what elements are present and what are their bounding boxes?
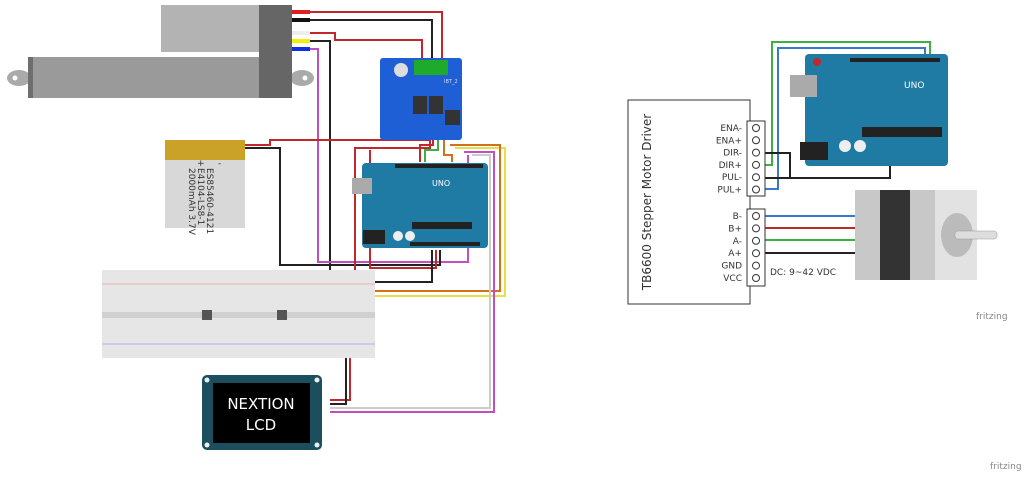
nextion-text-2: LCD — [246, 416, 276, 434]
tb6600-driver: TB6600 Stepper Motor Driver ENA- ENA+ DIR-… — [627, 99, 836, 305]
screw-terminal — [752, 160, 760, 169]
linear-actuator — [7, 5, 314, 98]
ibt2-label: IBT_2 — [444, 79, 458, 85]
pin-label: PUL- — [722, 173, 742, 183]
pin-label: A+ — [728, 249, 742, 259]
pin-label: B- — [733, 212, 742, 222]
pin-label: B+ — [728, 224, 742, 234]
watermark: fritzing — [990, 462, 1022, 472]
supply-note: DC: 9~42 VDC — [770, 268, 836, 278]
pin-label: VCC — [723, 274, 742, 284]
ibt2-motor-driver: IBT_2 — [380, 58, 462, 140]
battery-minus: - — [218, 159, 221, 169]
pin-label: A- — [733, 237, 742, 247]
screw-terminal — [752, 261, 760, 270]
screw-terminal — [752, 185, 760, 194]
pin-label: PUL+ — [717, 186, 742, 196]
screw-terminal — [752, 224, 760, 233]
screw-terminal — [752, 136, 760, 145]
nextion-text-1: NEXTION — [227, 395, 294, 413]
lipo-battery: ES85460-4121 E4104-LS8-1 2000mAh 3.7V + … — [165, 140, 245, 236]
screw-terminal — [752, 124, 760, 132]
push-button-2[interactable] — [277, 310, 287, 320]
push-button-1[interactable] — [202, 310, 212, 320]
screw-terminal — [752, 249, 760, 258]
arduino-uno-right: UNO — [790, 54, 948, 166]
pin-label: DIR- — [723, 149, 742, 159]
pin-label: DIR+ — [719, 161, 742, 171]
right-wires — [765, 41, 931, 254]
pin-label: ENA+ — [716, 136, 742, 146]
driver-title: TB6600 Stepper Motor Driver — [640, 114, 654, 291]
arduino-uno-left: UNO — [352, 163, 488, 248]
screw-terminal — [752, 148, 760, 157]
screw-terminal — [752, 236, 760, 245]
breadboard — [102, 270, 375, 358]
arduino-right-label: UNO — [904, 81, 924, 91]
screw-terminal — [752, 212, 760, 220]
stepper-motor — [855, 190, 998, 280]
screw-terminal — [752, 274, 760, 282]
watermark-right: fritzing — [976, 312, 1008, 322]
screw-terminal — [752, 173, 760, 182]
pin-label: ENA- — [720, 124, 742, 134]
battery-text-2: E4104-LS8-1 — [195, 168, 205, 225]
battery-plus: + — [197, 159, 205, 169]
nextion-lcd: NEXTION LCD — [202, 375, 322, 450]
pin-label: GND — [721, 262, 742, 272]
battery-text-1: ES85460-4121 — [204, 168, 214, 234]
battery-text-3: 2000mAh 3.7V — [186, 168, 196, 236]
arduino-left-label: UNO — [432, 179, 450, 188]
